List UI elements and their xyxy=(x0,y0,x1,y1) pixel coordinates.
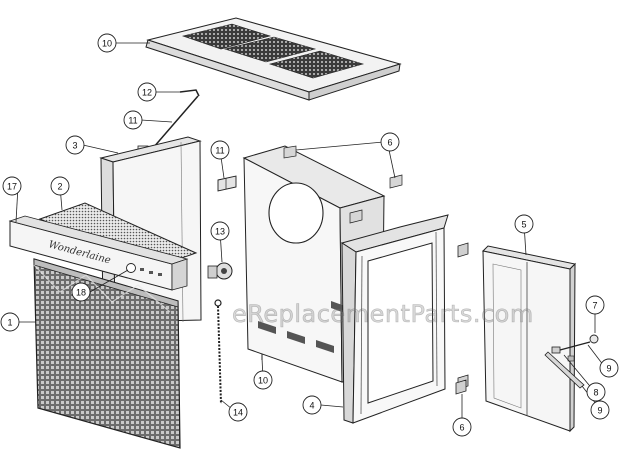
callout-number: 18 xyxy=(76,288,86,298)
callout-6-bottom: 6 xyxy=(452,417,472,437)
callout-circle xyxy=(228,402,248,422)
indicator-light xyxy=(158,273,162,276)
callout-8: 8 xyxy=(586,382,606,402)
watermark-text: eReplacementParts.com xyxy=(232,300,534,329)
callout-11: 11 xyxy=(210,140,230,160)
callout-number: 17 xyxy=(7,182,17,192)
callout-number: 6 xyxy=(387,138,392,148)
callout-number: 5 xyxy=(521,220,526,230)
callout-circle xyxy=(2,176,22,196)
callout-5: 5 xyxy=(514,214,534,234)
callout-number: 7 xyxy=(592,301,597,311)
callout-circle xyxy=(0,312,20,332)
control-panel: Wonderlaine xyxy=(8,215,189,291)
top-grille-cover xyxy=(145,17,402,101)
fan-opening xyxy=(268,182,324,244)
callout-13: 11 xyxy=(123,110,143,130)
callout-circle xyxy=(65,135,85,155)
callout-circle xyxy=(514,214,534,234)
callout-circle xyxy=(50,176,70,196)
callout-10: 10 xyxy=(253,370,273,390)
callout-number: 10 xyxy=(102,39,112,49)
callout-circle xyxy=(71,282,91,302)
callout-circle xyxy=(590,400,610,420)
indicator-light xyxy=(149,271,153,274)
callout-number: 9 xyxy=(606,364,611,374)
callout-16: 14 xyxy=(228,402,248,422)
callout-14: 12 xyxy=(137,82,157,102)
indicator-light xyxy=(140,268,144,271)
callout-circle xyxy=(123,110,143,130)
latch-hardware xyxy=(455,334,599,395)
callout-9-lower: 9 xyxy=(590,400,610,420)
callout-number: 8 xyxy=(593,388,598,398)
callout-number: 6 xyxy=(459,423,464,433)
callout-2: 2 xyxy=(50,176,70,196)
control-knob xyxy=(126,263,136,273)
top-vent-slot xyxy=(223,36,317,63)
vent-slot xyxy=(287,331,305,344)
chain-cord xyxy=(214,299,222,405)
callout-6-top: 6 xyxy=(380,132,400,152)
callout-15: 13 xyxy=(210,221,230,241)
callout-circle xyxy=(97,33,117,53)
callout-circle xyxy=(137,82,157,102)
front-frame xyxy=(340,214,469,424)
callout-circle xyxy=(599,358,619,378)
bracket-11 xyxy=(217,175,237,192)
callout-number: 10 xyxy=(258,376,268,386)
callout-17: 17 xyxy=(2,176,22,196)
callout-circle xyxy=(452,417,472,437)
callout-circle xyxy=(380,132,400,152)
callout-3: 3 xyxy=(65,135,85,155)
callout-number: 1 xyxy=(7,318,12,328)
callout-number: 11 xyxy=(128,116,137,126)
callout-number: 2 xyxy=(57,182,62,192)
callout-number: 9 xyxy=(597,406,602,416)
callout-circle xyxy=(302,395,322,415)
callout-number: 14 xyxy=(233,408,243,418)
callout-1: 1 xyxy=(0,312,20,332)
callout-circle xyxy=(586,382,606,402)
side-door-panel xyxy=(481,245,577,433)
callout-number: 11 xyxy=(215,146,224,156)
callout-7: 7 xyxy=(585,295,605,315)
vent-slot xyxy=(331,301,345,313)
callout-12: 10 xyxy=(97,33,117,53)
top-vent-slot xyxy=(181,23,272,50)
top-vent-slot xyxy=(268,50,365,79)
callout-number: 12 xyxy=(142,88,152,98)
callout-9-upper: 9 xyxy=(599,358,619,378)
vent-slot xyxy=(316,340,334,353)
vent-slot xyxy=(258,321,276,334)
callout-number: 3 xyxy=(72,141,77,151)
callout-circle xyxy=(210,221,230,241)
callout-circle xyxy=(210,140,230,160)
callout-circle xyxy=(585,295,605,315)
callout-18: 18 xyxy=(71,282,91,302)
callout-number: 4 xyxy=(309,401,314,411)
callout-number: 13 xyxy=(215,227,225,237)
callout-4: 4 xyxy=(302,395,322,415)
callout-circle xyxy=(253,370,273,390)
motor-bracket xyxy=(207,262,233,280)
